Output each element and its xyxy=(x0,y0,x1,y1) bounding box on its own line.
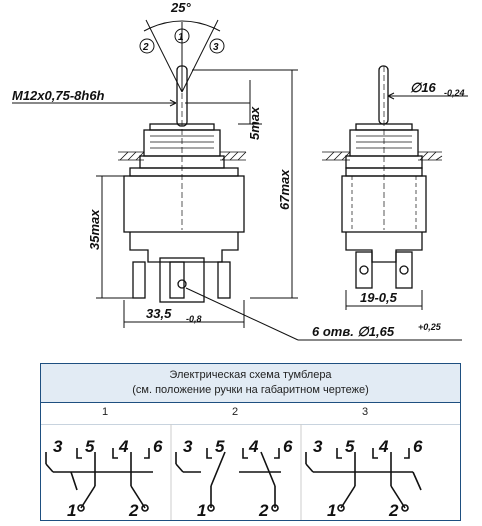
width-label: 33,5 xyxy=(146,306,172,321)
position-mark-3: 3 xyxy=(213,42,219,53)
position-1: 1 xyxy=(101,406,109,418)
side-width-label: 19-0,5 xyxy=(360,290,398,305)
width-dim xyxy=(123,300,245,328)
position-2: 2 xyxy=(231,406,239,418)
scheme-diagram-1 xyxy=(45,448,153,512)
body-height-dim xyxy=(96,175,133,299)
electrical-scheme-table: Электрическая схема тумблера (см. положе… xyxy=(40,363,461,521)
thread-label: M12x0,75-8h6h xyxy=(12,88,105,103)
terminal-2-d2: 2 xyxy=(258,501,269,520)
terminal-1-d2: 1 xyxy=(197,501,206,520)
total-height-label: 67max xyxy=(277,169,292,210)
panel-hatch-front xyxy=(118,151,247,161)
thread-height-label: 5max xyxy=(247,106,262,140)
terminal-5-d3: 5 xyxy=(345,437,355,456)
holes-leader xyxy=(185,287,462,341)
terminal-5-d2: 5 xyxy=(215,437,225,456)
terminal-4-d3: 4 xyxy=(378,437,389,456)
side-view xyxy=(341,65,427,289)
position-3: 3 xyxy=(361,406,369,418)
holes-label: 6 отв. ∅1,65 xyxy=(312,324,395,339)
holes-tol: +0,25 xyxy=(418,322,442,332)
scheme-diagram-3 xyxy=(305,448,422,512)
terminal-1-d3: 1 xyxy=(327,501,336,520)
position-mark-2: 2 xyxy=(142,42,149,53)
terminal-6-d2: 6 xyxy=(283,437,293,456)
front-view xyxy=(123,65,245,303)
terminal-2-d3: 2 xyxy=(388,501,399,520)
angle-indicator xyxy=(139,19,225,93)
position-mark-1: 1 xyxy=(178,32,184,43)
terminal-1-d1: 1 xyxy=(67,501,76,520)
panel-hatch-side xyxy=(322,151,443,161)
scheme-title: Электрическая схема тумблера xyxy=(169,369,332,381)
thread-leader xyxy=(12,80,262,125)
terminal-6-d1: 6 xyxy=(153,437,163,456)
terminal-3-d1: 3 xyxy=(53,437,63,456)
angle-label: 25° xyxy=(170,0,191,15)
total-height-dim xyxy=(192,69,298,299)
position-row: 1 2 3 xyxy=(41,403,460,425)
diameter-label: ∅16 xyxy=(410,80,437,95)
terminal-6-d3: 6 xyxy=(413,437,423,456)
scheme-diagram-2 xyxy=(175,448,281,512)
scheme-header: Электрическая схема тумблера (см. положе… xyxy=(41,364,460,403)
diameter-tol: -0,24 xyxy=(444,88,465,98)
terminal-5-d1: 5 xyxy=(85,437,95,456)
body-height-label: 35max xyxy=(87,209,102,250)
side-width-dim xyxy=(345,290,423,310)
terminal-3-d2: 3 xyxy=(183,437,193,456)
terminal-4-d1: 4 xyxy=(118,437,129,456)
terminal-3-d3: 3 xyxy=(313,437,323,456)
width-tol: -0,8 xyxy=(186,314,202,324)
terminal-2-d1: 2 xyxy=(128,501,139,520)
terminal-4-d2: 4 xyxy=(248,437,259,456)
dimension-drawing: 25° 2 1 3 M12x0,75-8h6h xyxy=(12,0,468,341)
diameter-dim xyxy=(387,92,468,100)
scheme-subtitle: (см. положение ручки на габаритном черте… xyxy=(132,384,369,396)
scheme-diagrams: 3 5 4 6 1 2 3 5 4 6 1 2 3 5 4 6 1 2 xyxy=(45,424,423,520)
